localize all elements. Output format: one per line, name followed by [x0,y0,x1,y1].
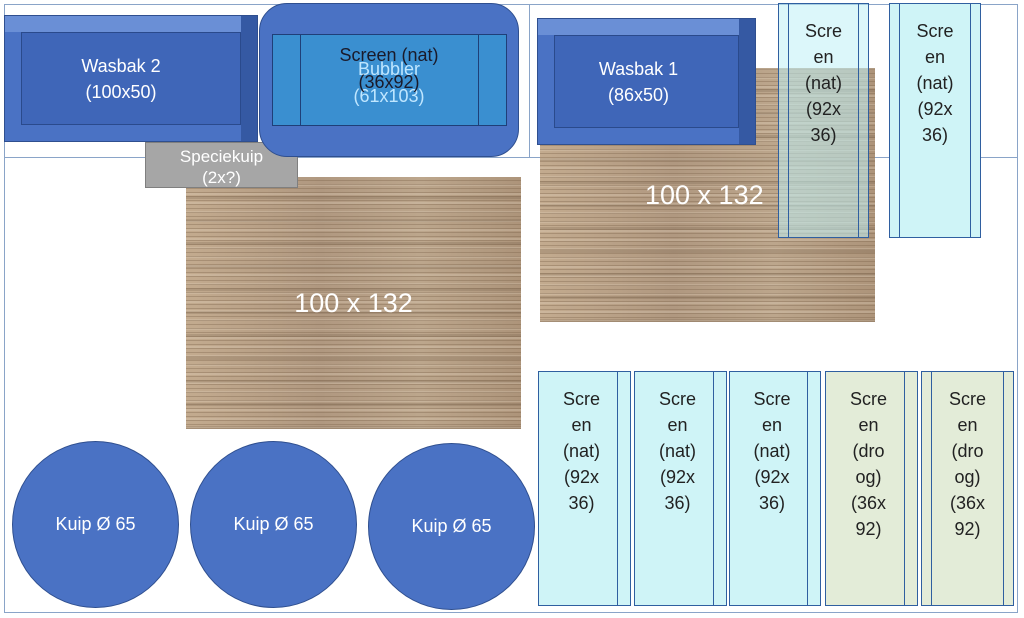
screen-strip [713,372,714,605]
screen-strip [788,4,789,237]
tub-3-label: Kuip Ø 65 [411,516,492,536]
screen-strip [807,372,808,605]
sink-wasbak-1[interactable]: Wasbak 1 (86x50) [537,18,756,145]
screen-bottom-2[interactable]: Scre en (nat) (92x 36) [634,371,727,606]
screen-top-2[interactable]: Scre en (nat) (92x 36) [889,3,981,238]
sink-bevel [241,16,257,141]
tub-1[interactable]: Kuip Ø 65 [12,441,179,608]
speciekuip-label: Speciekuip (2x?) [179,147,264,187]
screen-strip [617,372,618,605]
grid-line-horizontal [4,157,1018,158]
screen-strip [1003,372,1004,605]
screen-bottom-5-label: Scre en (dro og) (36x 92) [948,389,986,539]
screen-bottom-1[interactable]: Scre en (nat) (92x 36) [538,371,631,606]
table-left[interactable]: 100 x 132 [186,177,521,429]
screen-bottom-4[interactable]: Scre en (dro og) (36x 92) [825,371,918,606]
bubbler-screen-strip [300,35,301,125]
room-outline-bottom [4,612,1018,613]
screen-bottom-5[interactable]: Scre en (dro og) (36x 92) [921,371,1014,606]
screen-bottom-2-label: Scre en (nat) (92x 36) [658,389,696,513]
screen-strip [858,4,859,237]
screen-bottom-3[interactable]: Scre en (nat) (92x 36) [729,371,821,606]
bubbler-screen-label: Screen (nat) (36x92) [339,45,439,92]
sink-wasbak-2[interactable]: Wasbak 2 (100x50) [4,15,258,142]
screen-strip [931,372,932,605]
screen-strip [970,4,971,237]
room-outline-right [1017,4,1018,612]
sink-basin [554,35,739,128]
bubbler-screen-strip [478,35,479,125]
screen-top-2-label: Scre en (nat) (92x 36) [916,21,954,145]
tub-1-label: Kuip Ø 65 [55,514,136,534]
screen-top-1-label: Scre en (nat) (92x 36) [804,21,842,145]
screen-bottom-1-label: Scre en (nat) (92x 36) [562,389,600,513]
speciekuip[interactable]: Speciekuip (2x?) [145,142,298,188]
screen-top-1[interactable]: Scre en (nat) (92x 36) [778,3,869,238]
bubbler-screen[interactable] [272,34,507,126]
bubbler-label: Bubbler (61x103) [353,59,425,106]
tub-3[interactable]: Kuip Ø 65 [368,443,535,610]
bubbler[interactable]: Bubbler (61x103) Screen (nat) (36x92) [259,3,519,157]
grid-line-vertical [529,4,530,157]
screen-strip [899,4,900,237]
screen-strip [904,372,905,605]
sink-bevel [739,19,755,144]
sink-wasbak-1-label: Wasbak 1 (86x50) [598,58,679,105]
sink-wasbak-2-label: Wasbak 2 (100x50) [81,55,161,102]
room-outline-left [4,4,5,612]
table-left-label: 100 x 132 [294,287,413,318]
tub-2[interactable]: Kuip Ø 65 [190,441,357,608]
table-right-label: 100 x 132 [645,180,764,210]
sink-bevel [538,19,755,35]
room-outline-top [4,4,1018,5]
tub-2-label: Kuip Ø 65 [233,514,314,534]
sink-bevel [5,16,257,32]
sink-basin [21,32,241,125]
screen-bottom-4-label: Scre en (dro og) (36x 92) [849,389,887,539]
screen-bottom-3-label: Scre en (nat) (92x 36) [753,389,791,513]
